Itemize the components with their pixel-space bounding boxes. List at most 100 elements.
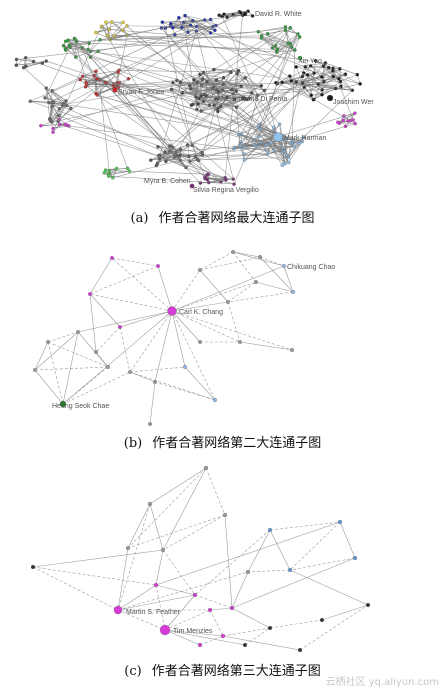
network-edge <box>199 635 224 646</box>
network-edge <box>183 22 356 124</box>
caption-a-label: (a) <box>130 211 149 226</box>
network-edge <box>32 549 164 568</box>
network-edge <box>227 291 294 303</box>
network-edge <box>171 310 241 343</box>
network-edge <box>162 467 207 551</box>
network-edge <box>325 62 358 75</box>
network-node <box>110 256 114 260</box>
network-node <box>305 73 310 77</box>
network-node <box>189 103 194 107</box>
network-edge <box>95 22 124 33</box>
network-edge <box>69 43 90 48</box>
caption-c-text: 作者合著网络第三大连通子图 <box>151 664 321 679</box>
network-edge <box>215 25 297 83</box>
network-node <box>258 255 262 259</box>
network-edge <box>34 369 64 405</box>
network-edge <box>164 629 201 646</box>
network-edge <box>256 43 291 146</box>
network-edge <box>95 351 109 368</box>
network-node <box>282 264 286 268</box>
network-edge <box>240 33 299 135</box>
network-edge <box>259 256 285 267</box>
network-edge <box>269 619 323 629</box>
network-node <box>177 16 181 20</box>
network-node <box>265 31 270 36</box>
network-node <box>76 330 80 334</box>
network-edge <box>154 381 216 401</box>
network-edge <box>23 67 65 105</box>
network-edge <box>332 68 354 121</box>
network-edge <box>204 19 217 26</box>
network-edge <box>289 557 356 571</box>
network-node <box>169 21 173 26</box>
network-edge <box>275 82 314 100</box>
network-node <box>192 592 198 598</box>
network-edge <box>81 47 187 168</box>
network-node <box>292 144 297 149</box>
caption-b-label: (b) <box>123 436 143 451</box>
network-edge <box>233 159 245 185</box>
network-edge <box>90 51 341 87</box>
network-edge <box>202 77 224 80</box>
network-edge <box>69 47 201 184</box>
network-node <box>250 14 255 18</box>
network-edge <box>199 256 261 271</box>
watermark: 云栖社区 yq.aliyun.com <box>325 677 439 688</box>
network-node <box>160 20 165 24</box>
network-edge <box>175 79 217 155</box>
network-edge <box>340 74 358 82</box>
network-node <box>94 30 98 35</box>
network-edge <box>48 102 59 122</box>
network-edge <box>53 102 227 181</box>
network-node <box>365 602 371 608</box>
network-edge <box>305 66 329 68</box>
network-edge <box>294 36 300 51</box>
network-edge <box>127 514 226 549</box>
network-edge <box>89 293 121 328</box>
network-edge <box>209 607 233 611</box>
network-edge <box>68 125 234 150</box>
network-edge <box>164 609 211 631</box>
network-edge <box>117 85 205 95</box>
network-edge <box>240 141 274 150</box>
network-edge <box>196 26 306 68</box>
network-edge <box>52 90 67 102</box>
network-edge <box>98 78 110 174</box>
network-edge <box>231 607 271 629</box>
network-edge <box>222 627 271 637</box>
network-edge <box>196 31 234 180</box>
network-edge <box>295 66 303 84</box>
network-edge <box>114 25 128 37</box>
network-node <box>280 163 285 168</box>
network-edge <box>109 29 175 36</box>
network-edge <box>30 100 54 103</box>
network-edge <box>117 547 129 611</box>
network-node <box>213 398 217 402</box>
network-edge <box>154 310 173 383</box>
network-edge <box>313 81 341 100</box>
network-edge <box>199 251 234 271</box>
network-edge <box>247 569 291 573</box>
network-node <box>30 564 36 570</box>
network-edge <box>227 88 336 98</box>
network-edge <box>119 70 277 135</box>
network-node <box>88 292 92 296</box>
network-edge <box>82 47 234 180</box>
network-edge <box>171 301 229 312</box>
network-edge <box>195 96 247 100</box>
network-edge <box>313 76 334 100</box>
network-edge <box>89 257 113 295</box>
network-edge <box>155 584 166 631</box>
network-node <box>286 160 291 165</box>
network-edge <box>117 503 151 611</box>
network-node <box>198 268 202 272</box>
network-node <box>153 582 159 588</box>
network-node <box>294 65 298 69</box>
network-node <box>104 20 108 24</box>
network-edge <box>49 90 53 119</box>
network-edge <box>232 251 257 283</box>
network-edge <box>201 84 285 152</box>
